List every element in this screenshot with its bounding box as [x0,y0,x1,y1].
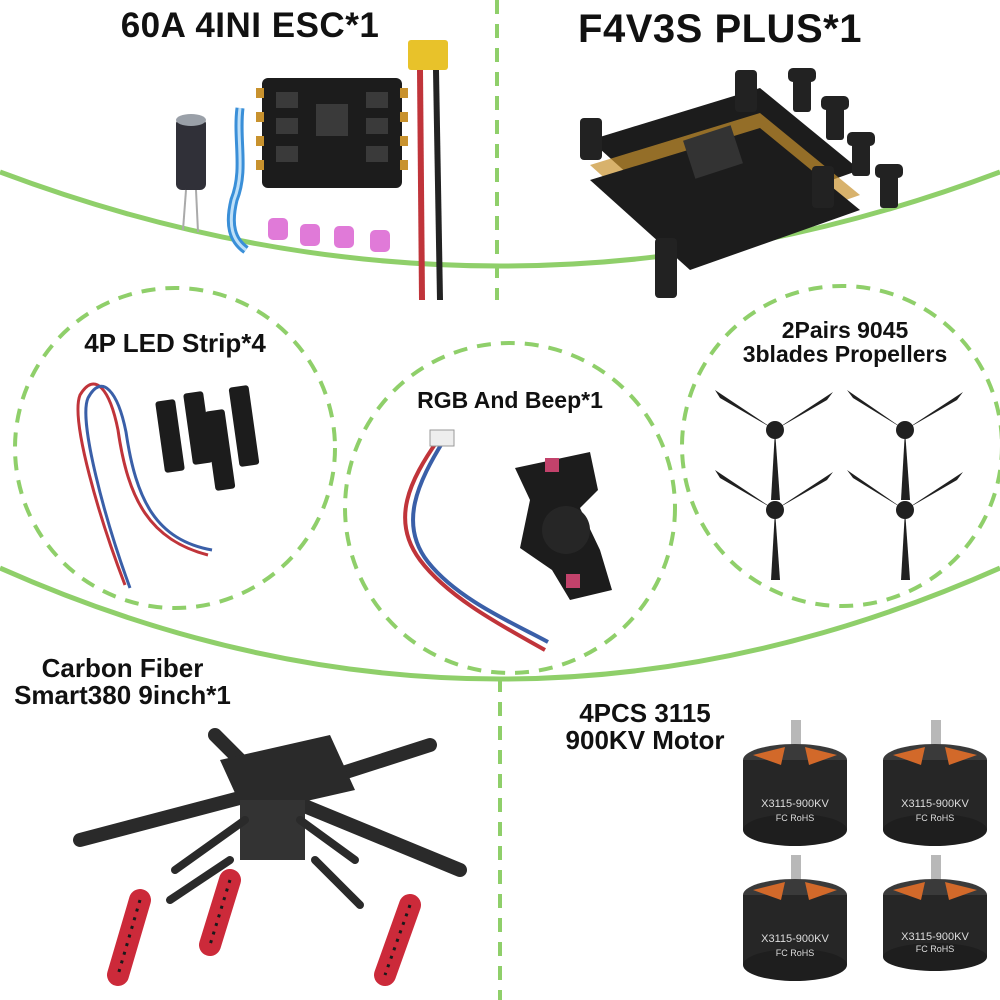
motor-cert-text-4: FC RoHS [916,944,955,954]
motor-label-line-1: 4PCS 3115 [579,698,711,728]
flight-controller-image [580,68,903,298]
led-strip-image [76,382,260,589]
motor-label: 4PCS 3115 900KV Motor [545,698,745,756]
motors-image: X3115-900KV FC RoHS X3115-900KV FC RoHS … [743,720,987,981]
esc-label: 60A 4INI ESC*1 [120,6,380,45]
led-label: 4P LED Strip*4 [84,328,266,358]
frame-label-line-1: Carbon Fiber [41,653,204,683]
props-label-line-2: 3blades Propellers [742,341,948,368]
propellers-image [715,390,963,580]
motor-model-text-1: X3115-900KV [761,798,829,810]
motor-label-line-2: 900KV Motor [565,725,725,756]
rgb-beeper-image [403,429,612,652]
props-circle [680,284,1000,608]
motor-model-text-3: X3115-900KV [761,933,829,945]
motor-cert-text-3: FC RoHS [776,948,815,958]
frame-label-line-2: Smart380 9inch*1 [14,680,231,711]
upper-arc-divider [0,169,1000,269]
motor-model-text-4: X3115-900KV [901,931,969,943]
motor-model-text-2: X3115-900KV [901,798,969,810]
led-circle [13,286,337,610]
carbon-frame-image [73,728,467,986]
props-label-line-1: 2Pairs 9045 [781,317,909,343]
rgb-label: RGB And Beep*1 [417,387,603,413]
rgb-circle [343,341,677,675]
motor-cert-text-2: FC RoHS [916,813,955,823]
frame-label: Carbon Fiber Smart380 9inch*1 [0,653,245,711]
props-label: 2Pairs 9045 3blades Propellers [700,318,990,366]
fc-label: F4V3S PLUS*1 [578,7,862,51]
motor-cert-text-1: FC RoHS [776,813,815,823]
lower-arc-divider [0,565,1000,682]
esc-board-image [176,40,448,301]
